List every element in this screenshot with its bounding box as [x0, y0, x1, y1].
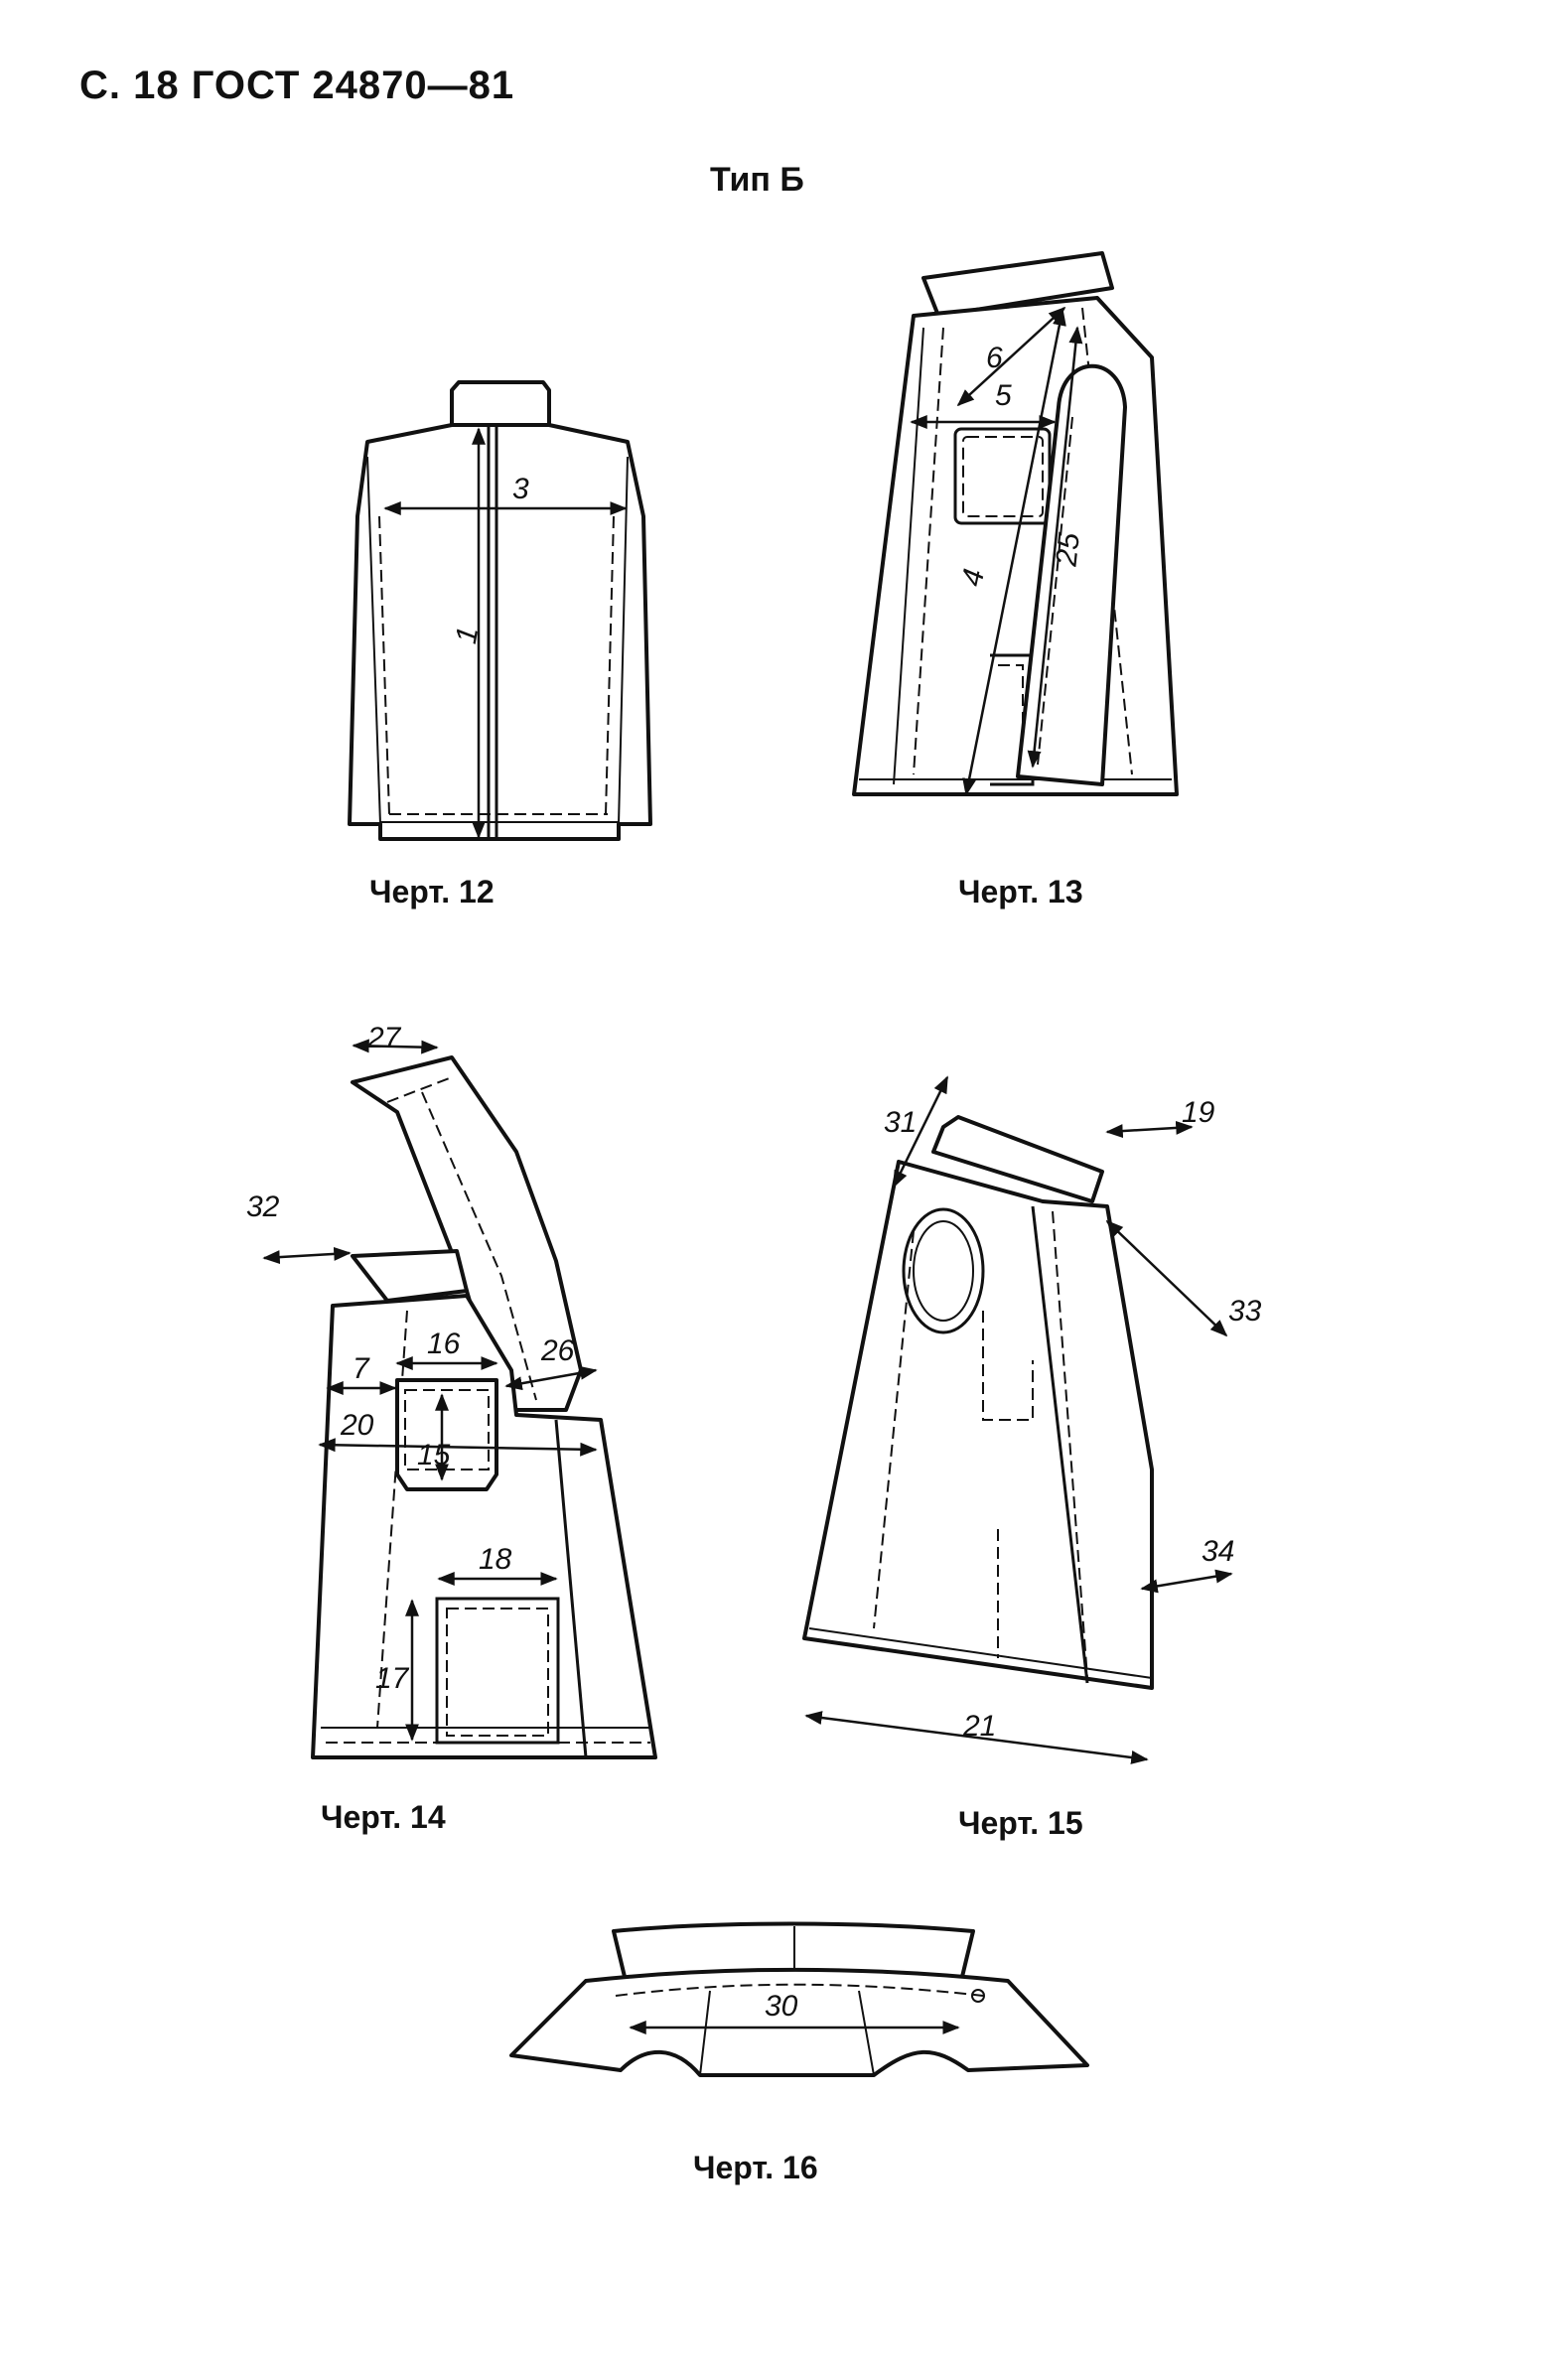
- dim-7: 7: [353, 1352, 370, 1385]
- dim-31: 31: [884, 1106, 917, 1139]
- caption-fig-15: Черт. 15: [958, 1805, 1083, 1841]
- figure-14-drawing: 27 32 16 7 20 26 15 18 17: [246, 1022, 657, 1759]
- caption-fig-14: Черт. 14: [321, 1799, 446, 1835]
- caption-fig-16: Черт. 16: [693, 2150, 818, 2185]
- dim-5: 5: [995, 379, 1012, 412]
- dim-34: 34: [1202, 1535, 1234, 1568]
- figure-15-drawing: 31 19 33 34 21: [802, 1075, 1262, 1764]
- dim-26: 26: [540, 1334, 575, 1367]
- dim-15: 15: [417, 1439, 451, 1471]
- dim-4: 4: [955, 566, 991, 589]
- dim-27: 27: [366, 1022, 402, 1054]
- dim-30: 30: [765, 1990, 798, 2023]
- dim-33: 33: [1228, 1295, 1262, 1328]
- dim-6: 6: [986, 342, 1003, 374]
- caption-fig-12: Черт. 12: [369, 874, 495, 910]
- dim-18: 18: [479, 1543, 512, 1576]
- dim-3: 3: [512, 473, 529, 505]
- figure-16-drawing: 30: [509, 1921, 1089, 2077]
- dim-16: 16: [427, 1328, 461, 1360]
- dim-25: 25: [1050, 531, 1085, 569]
- dim-20: 20: [340, 1409, 374, 1442]
- figure-13-drawing: 6 5 4 25: [852, 251, 1179, 796]
- dim-17: 17: [375, 1662, 410, 1695]
- figure-12-drawing: 3 1: [348, 380, 652, 841]
- dim-19: 19: [1182, 1096, 1215, 1129]
- page-header: С. 18 ГОСТ 24870—81: [79, 64, 515, 107]
- dim-1: 1: [450, 625, 485, 646]
- dim-21: 21: [962, 1710, 996, 1743]
- type-title: Тип Б: [710, 161, 804, 199]
- dim-32: 32: [246, 1190, 280, 1223]
- caption-fig-13: Черт. 13: [958, 874, 1083, 910]
